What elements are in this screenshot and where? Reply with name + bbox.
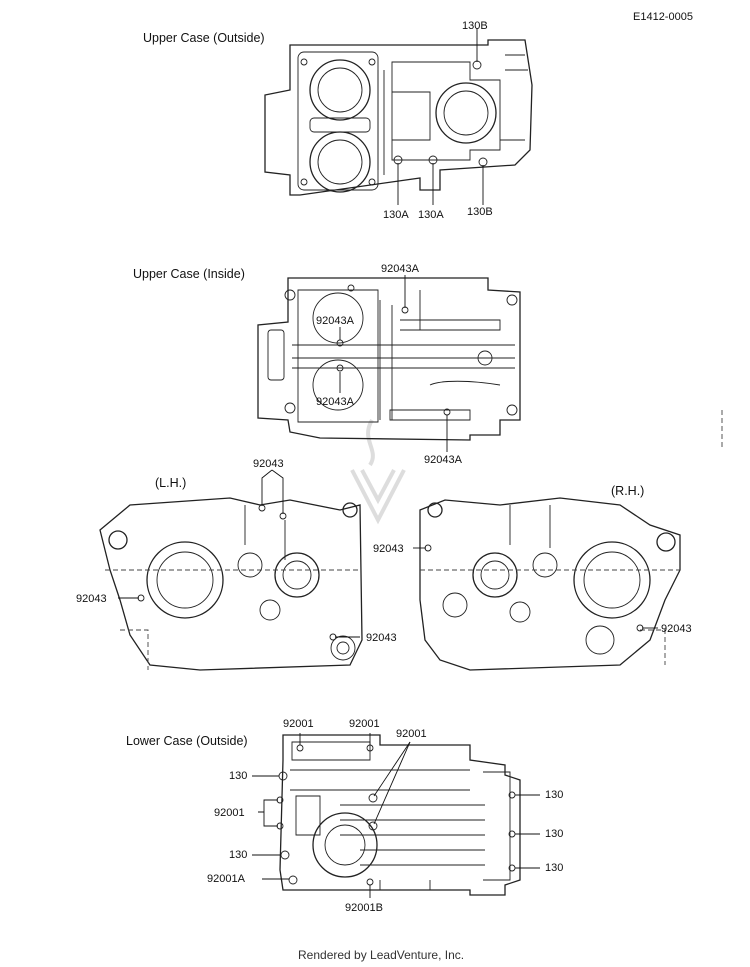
callout-92043-lh-bottom: 92043: [366, 632, 397, 644]
callout-92043a-top: 92043A: [381, 263, 419, 275]
upper-case-inside-title: Upper Case (Inside): [133, 267, 245, 281]
callout-92001-left: 92001: [214, 807, 245, 819]
callout-92001b: 92001B: [345, 902, 383, 914]
upper-case-inside-drawing: [257, 277, 521, 441]
callout-92001-top-3: 92001: [396, 728, 427, 740]
callout-130a-left: 130A: [383, 209, 409, 221]
callout-92043-rh-left: 92043: [373, 543, 404, 555]
upper-case-outside-title: Upper Case (Outside): [143, 31, 265, 45]
upper-case-inside-leaders: [339, 275, 723, 452]
callout-130a-right: 130A: [418, 209, 444, 221]
callout-130-left-top: 130: [229, 770, 248, 782]
lower-case-outside-title: Lower Case (Outside): [126, 734, 248, 748]
left-hand-title: (L.H.): [155, 476, 187, 490]
watermark-logo: [350, 418, 406, 525]
callout-130-right-1: 130: [545, 789, 564, 801]
lower-case-outside-leaders: [252, 733, 540, 898]
callout-92001-top-2: 92001: [349, 718, 380, 730]
callout-92043-rh-right: 92043: [661, 623, 692, 635]
diagram-code: E1412-0005: [633, 11, 693, 23]
right-hand-title: (R.H.): [611, 484, 645, 498]
callout-92001-top-1: 92001: [283, 718, 314, 730]
footer-credit: Rendered by LeadVenture, Inc.: [298, 948, 465, 962]
upper-case-outside-leaders: [397, 28, 484, 205]
left-hand-case-leaders: [118, 469, 360, 638]
callout-130b-bottom: 130B: [467, 206, 493, 218]
callout-92043a-mid-1: 92043A: [316, 315, 354, 327]
upper-case-outside-drawing: [264, 39, 533, 196]
right-hand-case-leaders: [413, 547, 658, 629]
callout-130-right-3: 130: [545, 862, 564, 874]
callout-92043-lh-left: 92043: [76, 593, 107, 605]
right-hand-case-drawing: [419, 497, 681, 671]
callout-130-right-2: 130: [545, 828, 564, 840]
callout-130b-top: 130B: [462, 20, 488, 32]
callout-92043a-mid-2: 92043A: [316, 396, 354, 408]
callout-92043-lh-top: 92043: [253, 458, 284, 470]
callout-92043a-bottom: 92043A: [424, 454, 462, 466]
callout-130-left-bottom: 130: [229, 849, 248, 861]
callout-92001a: 92001A: [207, 873, 245, 885]
left-hand-case-drawing: [99, 497, 363, 671]
